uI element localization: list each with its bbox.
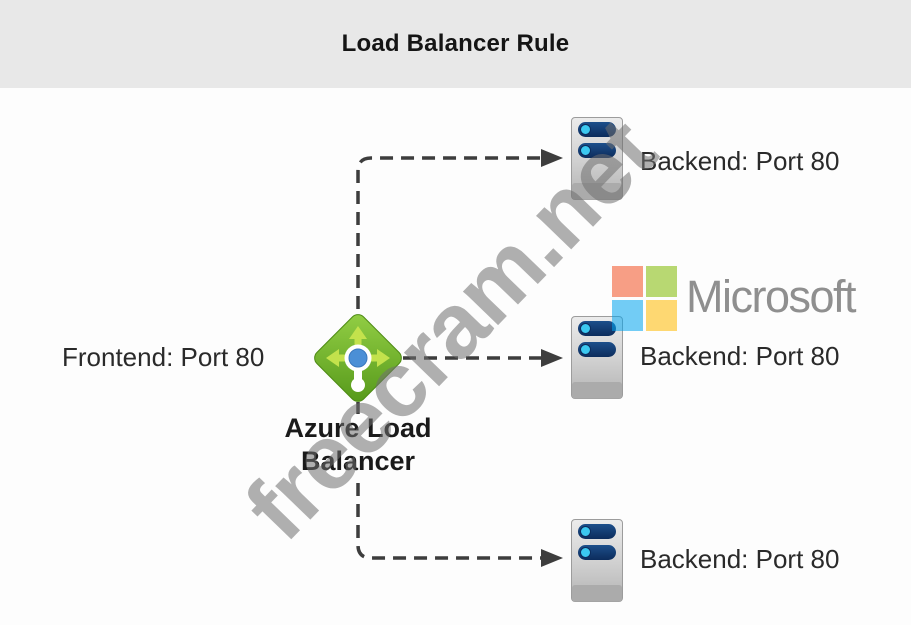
microsoft-square-green bbox=[646, 266, 677, 297]
microsoft-square-yellow bbox=[646, 300, 677, 331]
microsoft-square-blue bbox=[612, 300, 643, 331]
backend-label: Backend: Port 80 bbox=[640, 544, 840, 574]
load-balancer-label: Azure Load Balancer bbox=[228, 412, 488, 478]
microsoft-square-red bbox=[612, 266, 643, 297]
backend-label: Backend: Port 80 bbox=[640, 341, 840, 371]
microsoft-wordmark: Microsoft bbox=[686, 271, 857, 322]
arrowhead-bottom bbox=[541, 549, 563, 567]
frontend-label: Frontend: Port 80 bbox=[62, 342, 265, 372]
connector-bottom bbox=[356, 483, 541, 560]
backend-label: Backend: Port 80 bbox=[640, 146, 840, 176]
connector-top bbox=[356, 156, 541, 309]
load-balancer-label-line1: Azure Load bbox=[284, 413, 432, 443]
server-icon bbox=[571, 316, 623, 399]
arrowhead-middle bbox=[541, 349, 563, 367]
load-balancer-label-line2: Balancer bbox=[300, 446, 416, 476]
azure-load-balancer-icon bbox=[314, 314, 402, 402]
page-title: Load Balancer Rule bbox=[341, 30, 570, 57]
header-bar: Load Balancer Rule bbox=[0, 0, 911, 88]
arrowhead-top bbox=[541, 149, 563, 167]
microsoft-logo: Microsoft bbox=[612, 265, 857, 332]
server-icon bbox=[571, 519, 623, 602]
server-icon bbox=[571, 117, 623, 200]
microsoft-logo-squares bbox=[612, 266, 677, 331]
